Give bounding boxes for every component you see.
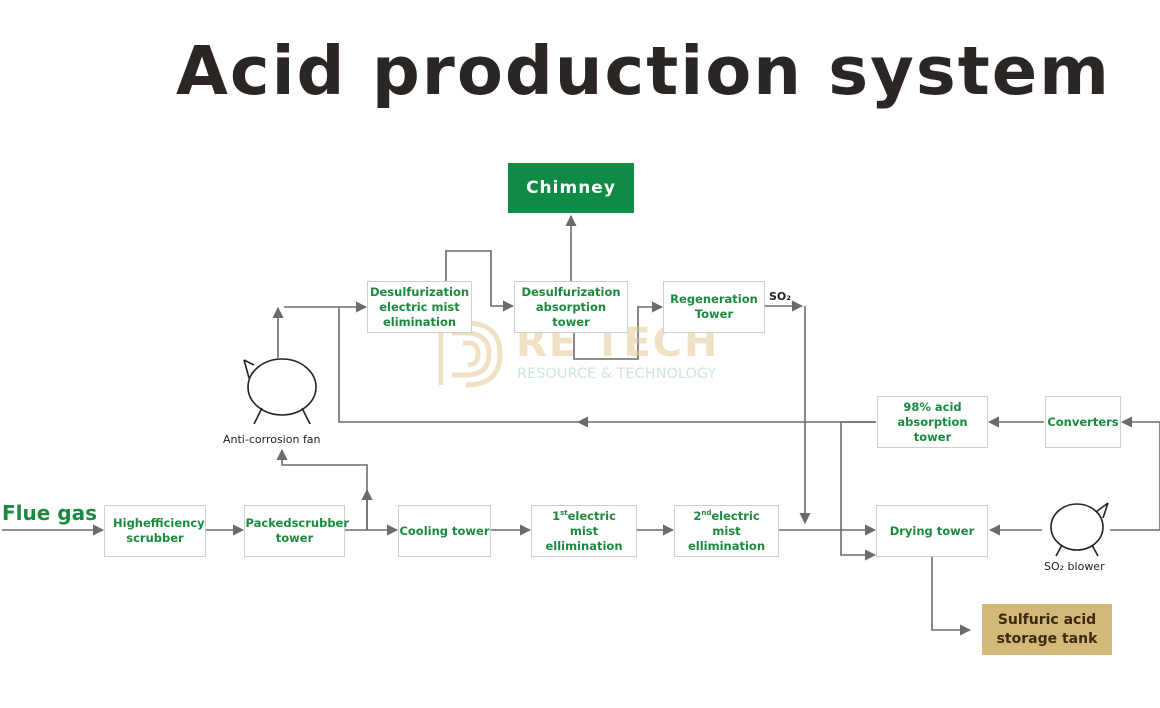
node-label: Desulfurization electric mist eliminatio… <box>369 284 470 329</box>
node-label: 1stelectric mist ellimination <box>532 509 636 554</box>
label-line1: electric <box>711 508 760 523</box>
node-label: Desulfurization absorption tower <box>521 284 621 329</box>
ordinal-suffix: st <box>560 508 568 517</box>
flue-gas-label: Flue gas <box>2 501 97 525</box>
node-label: Regeneration Tower <box>670 292 758 321</box>
ordinal-number: 1 <box>552 508 561 523</box>
anti-corrosion-fan-label: Anti-corrosion fan <box>223 433 321 446</box>
node-label: Cooling tower <box>399 523 490 538</box>
label-line1: electric <box>567 508 616 523</box>
acid-absorption-tower-node[interactable]: 98% acid absorption tower <box>877 396 988 448</box>
node-label: 98% acid absorption tower <box>897 399 968 444</box>
label-line2: mist ellimination <box>545 523 623 553</box>
chimney-node[interactable]: Chimney <box>508 163 634 213</box>
desulfurization-absorption-tower-node[interactable]: Desulfurization absorption tower <box>514 281 628 333</box>
first-electric-mist-elimination-node[interactable]: 1stelectric mist ellimination <box>531 505 637 557</box>
ordinal-suffix: nd <box>701 508 712 517</box>
arrow-mist-to-absorption <box>445 250 515 312</box>
fan-icon <box>243 358 317 425</box>
cooling-tower-node[interactable]: Cooling tower <box>398 505 491 557</box>
high-efficiency-scrubber-node[interactable]: Highefficiency scrubber <box>104 505 206 557</box>
arrow-acid-to-drying-loop <box>840 421 877 561</box>
node-label: Sulfuric acid storage tank <box>996 611 1098 647</box>
node-label: Packedscrubber tower <box>245 516 350 545</box>
packed-scrubber-tower-node[interactable]: Packedscrubber tower <box>244 505 350 557</box>
regeneration-tower-node[interactable]: Regeneration Tower <box>663 281 765 333</box>
node-label: Drying tower <box>889 523 975 538</box>
drying-tower-node[interactable]: Drying tower <box>876 505 988 557</box>
converters-node[interactable]: Converters <box>1045 396 1121 448</box>
desulfurization-mist-elimination-node[interactable]: Desulfurization electric mist eliminatio… <box>367 281 472 333</box>
node-label: Highefficiency scrubber <box>113 516 205 545</box>
ordinal-number: 2 <box>693 508 702 523</box>
arrow-drying-to-tank <box>931 556 972 636</box>
blower-icon <box>1050 502 1109 557</box>
arrow-blower-to-converters <box>1110 416 1160 531</box>
node-label: 2ndelectric mist ellimination <box>675 509 778 554</box>
label-line2: mist ellimination <box>687 523 766 553</box>
arrow-absorption-to-regeneration <box>573 301 664 360</box>
so2-stream-label: SO₂ <box>769 290 792 303</box>
second-electric-mist-elimination-node[interactable]: 2ndelectric mist ellimination <box>674 505 779 557</box>
sulfuric-acid-storage-tank-node[interactable]: Sulfuric acid storage tank <box>982 604 1112 655</box>
page-title: Acid production system <box>176 32 1111 110</box>
node-label: Converters <box>1047 414 1119 429</box>
so2-blower-label: SO₂ blower <box>1044 560 1105 573</box>
return-line-to-mist <box>338 308 578 423</box>
